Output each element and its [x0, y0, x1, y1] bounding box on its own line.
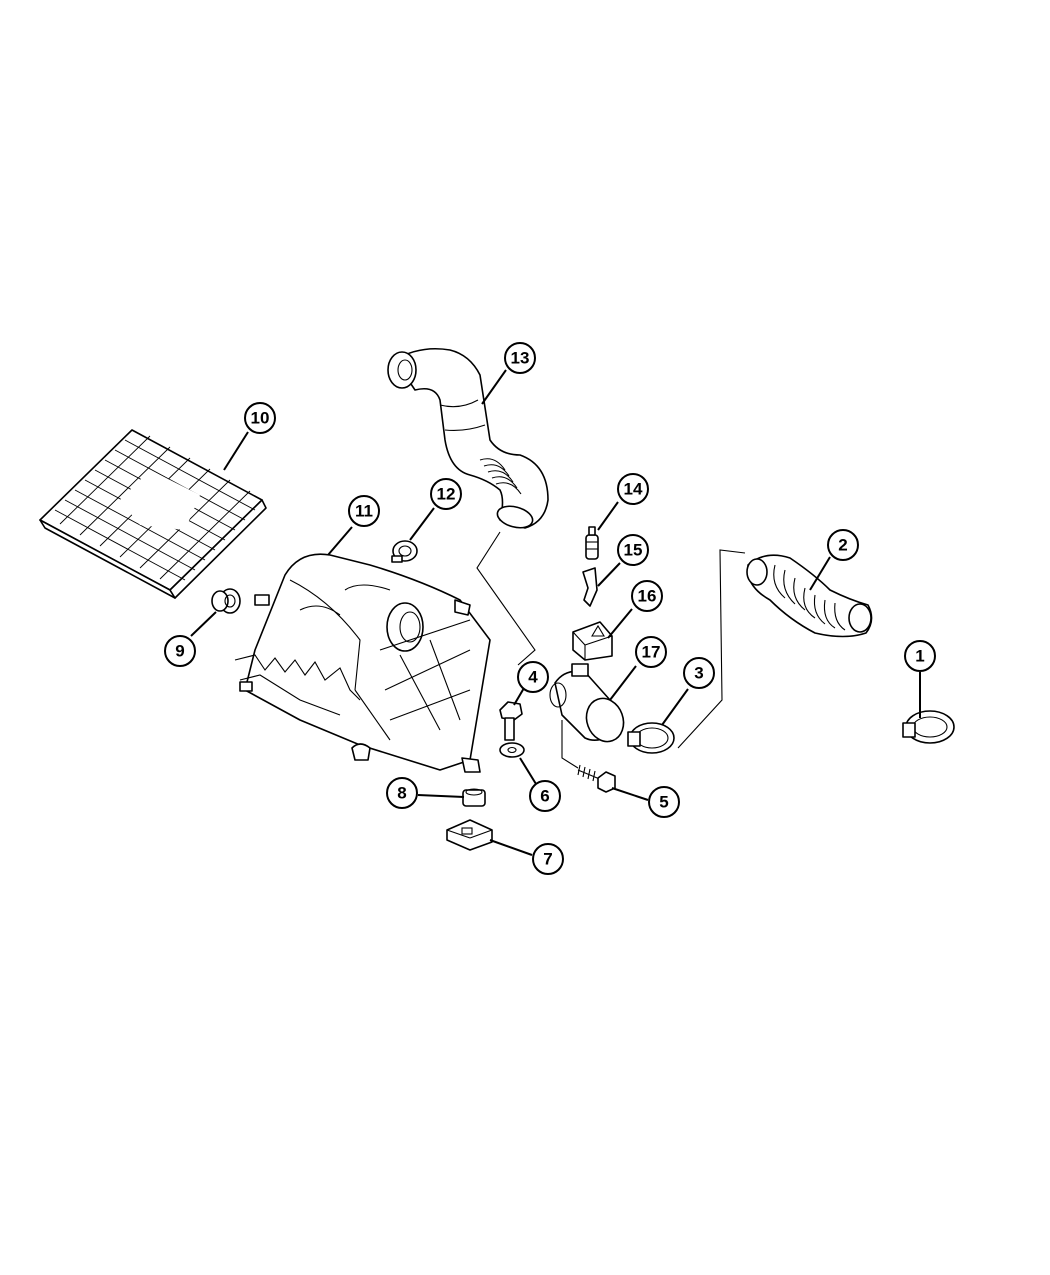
screw-icon	[577, 764, 616, 793]
callout-2[interactable]: 2	[827, 529, 859, 561]
callout-label: 4	[528, 668, 538, 687]
leader-line-13	[481, 369, 507, 405]
leader-line-6	[519, 757, 537, 785]
callout-3[interactable]: 3	[683, 657, 715, 689]
callout-label: 15	[624, 541, 643, 560]
leader-line-7	[489, 839, 533, 856]
grommet-icon	[462, 788, 486, 807]
callout-label: 7	[543, 850, 552, 869]
callout-label: 6	[540, 787, 549, 806]
leader-line-11	[327, 526, 353, 556]
leader-line-12	[409, 507, 435, 541]
callout-8[interactable]: 8	[386, 777, 418, 809]
hose-clamp-icon	[627, 722, 675, 754]
callout-1[interactable]: 1	[904, 640, 936, 672]
bolt-icon	[499, 701, 523, 741]
callout-17[interactable]: 17	[635, 636, 667, 668]
connector-pin-icon	[585, 526, 599, 560]
intake-hose-icon	[746, 554, 873, 638]
callout-label: 9	[175, 642, 184, 661]
callout-label: 16	[638, 587, 657, 606]
grommet-icon	[211, 588, 241, 614]
callout-11[interactable]: 11	[348, 495, 380, 527]
hose-clamp-icon	[902, 710, 955, 744]
leader-line-2	[809, 556, 831, 591]
leader-line-8	[417, 794, 465, 798]
callout-15[interactable]: 15	[617, 534, 649, 566]
connector-housing-icon	[572, 621, 613, 661]
leader-lines	[190, 369, 921, 856]
leader-line-17	[609, 665, 637, 701]
mass-airflow-sensor-icon	[549, 663, 625, 743]
callout-10[interactable]: 10	[244, 402, 276, 434]
callout-label: 5	[659, 793, 668, 812]
callout-label: 1	[915, 647, 924, 666]
callout-label: 17	[642, 643, 661, 662]
callout-label: 10	[251, 409, 270, 428]
callout-16[interactable]: 16	[631, 580, 663, 612]
intake-hose-icon	[387, 347, 549, 529]
clamp-icon	[391, 540, 418, 563]
leader-line-9	[190, 611, 217, 637]
air-filter-element-icon	[39, 429, 267, 599]
callout-5[interactable]: 5	[648, 786, 680, 818]
callouts: 1 2 3 4 5 6 7 8 9 10 11 12 13 14 15 16 1…	[164, 342, 936, 875]
connector-terminal-icon	[582, 567, 598, 607]
leader-line-4	[513, 687, 525, 706]
callout-label: 14	[624, 480, 643, 499]
callout-label: 2	[838, 536, 847, 555]
callout-9[interactable]: 9	[164, 635, 196, 667]
callout-4[interactable]: 4	[517, 661, 549, 693]
washer-icon	[499, 742, 525, 758]
air-cleaner-housing-icon	[234, 553, 491, 773]
leader-line-14	[597, 501, 619, 531]
leader-line-5	[611, 787, 649, 801]
callout-12[interactable]: 12	[430, 478, 462, 510]
leader-line-16	[607, 608, 633, 639]
leader-line-10	[223, 431, 249, 471]
callout-14[interactable]: 14	[617, 473, 649, 505]
leader-line-15	[597, 562, 621, 587]
callout-label: 11	[355, 502, 373, 521]
callout-label: 12	[437, 485, 456, 504]
callout-13[interactable]: 13	[504, 342, 536, 374]
callout-label: 8	[397, 784, 406, 803]
callout-label: 13	[511, 349, 530, 368]
callout-6[interactable]: 6	[529, 780, 561, 812]
connection-line-sensor-to-screw	[561, 720, 579, 769]
bracket-icon	[446, 819, 493, 851]
leader-line-3	[661, 688, 689, 726]
connection-line-hose-to-housing	[476, 531, 536, 666]
callout-label: 3	[694, 664, 703, 683]
connection-line-hose-to-clamp	[677, 549, 746, 749]
callout-7[interactable]: 7	[532, 843, 564, 875]
